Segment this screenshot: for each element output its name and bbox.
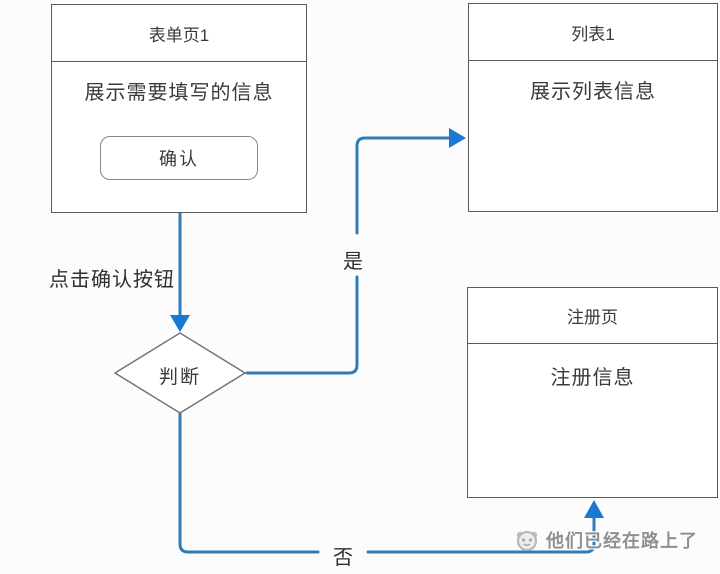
register-page-title: 注册页 — [468, 288, 717, 344]
form-page-title: 表单页1 — [52, 5, 306, 62]
watermark: 他们已经在路上了 — [513, 527, 698, 553]
edge-label-yes: 是 — [343, 251, 364, 273]
form-page-body-text: 展示需要填写的信息 — [84, 82, 274, 104]
edge-label-no: 否 — [333, 547, 354, 569]
list-page-title: 列表1 — [469, 4, 717, 61]
arrowhead-down-icon — [170, 315, 190, 332]
edge-label-click-confirm: 点击确认按钮 — [49, 269, 175, 291]
node-register-page: 注册页 注册信息 — [467, 287, 718, 498]
arrowhead-up-icon — [584, 500, 604, 518]
register-page-body-text: 注册信息 — [550, 367, 635, 389]
decision-label: 判断 — [158, 367, 201, 388]
watermark-logo-icon — [516, 531, 538, 551]
watermark-text: 他们已经在路上了 — [546, 531, 698, 551]
edge-decision-to-list — [245, 136, 452, 375]
node-form-page: 表单页1 展示需要填写的信息 确认 — [51, 4, 307, 213]
confirm-button: 确认 — [100, 136, 258, 180]
list-page-body-text: 展示列表信息 — [530, 81, 656, 103]
decision-diamond — [113, 332, 247, 414]
node-list-page: 列表1 展示列表信息 — [468, 3, 718, 212]
arrowhead-right-icon — [449, 128, 466, 148]
edge-decision-to-register — [178, 412, 596, 554]
